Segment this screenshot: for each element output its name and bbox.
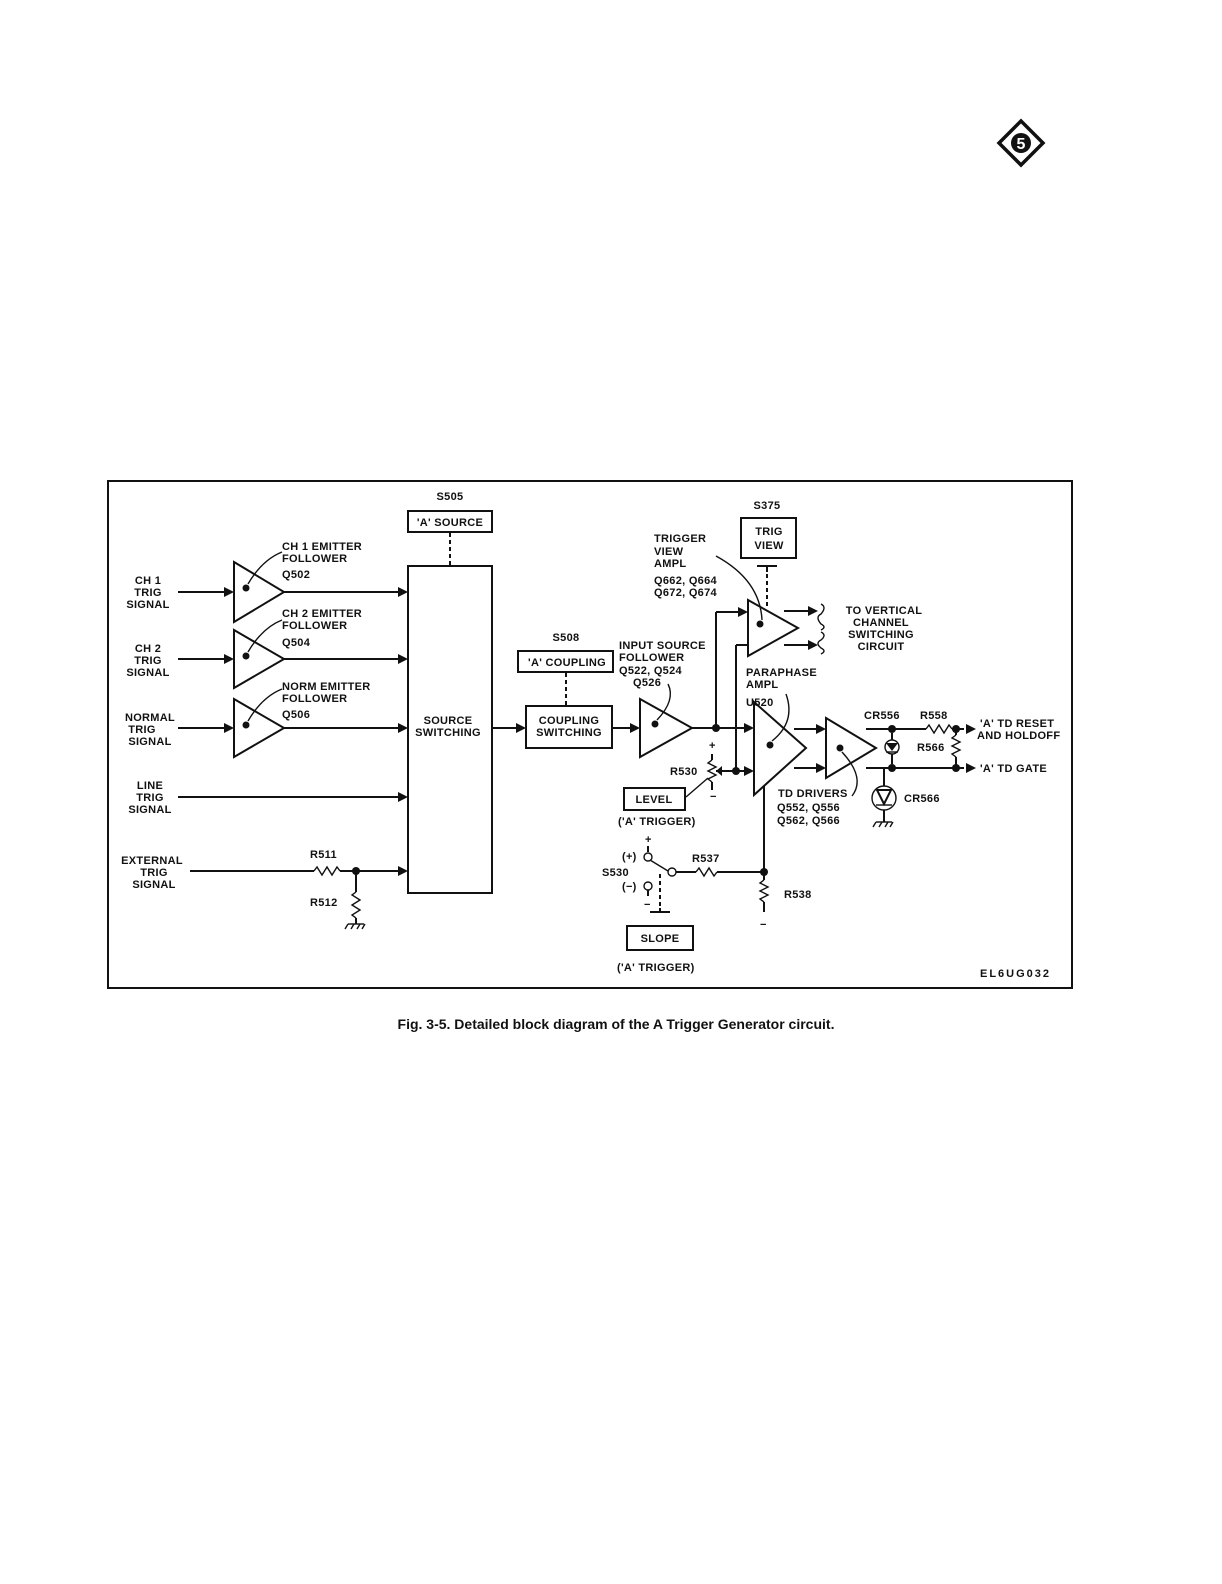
label-pos-slope: (+) [622,851,637,863]
label-q502: Q502 [282,569,310,581]
label-r566: R566 [917,742,945,754]
label-source-switching-1: SOURCE [424,715,473,727]
label-source-switching-2: SWITCHING [415,727,481,739]
label-trig-view-2: VIEW [754,540,784,552]
label-ext-trig-2: TRIG [140,867,167,879]
page-number: 5 [1017,136,1026,153]
label-cr556: CR556 [864,710,900,722]
label-q526: Q526 [633,677,661,689]
label-normal-trig-2: TRIG [128,724,155,736]
label-coupling-switching-2: SWITCHING [536,727,602,739]
label-paraphase-2: AMPL [746,679,778,691]
label-neg-slope: (−) [622,881,637,893]
label-s508: S508 [553,632,580,644]
label-ch2-trig-2: TRIG [134,655,161,667]
label-to-vertical-1: TO VERTICAL [846,605,922,617]
label-r538: R538 [784,889,812,901]
label-ext-trig-3: SIGNAL [132,879,175,891]
label-a-td-reset-1: 'A' TD RESET [980,718,1054,730]
label-normal-trig-3: SIGNAL [128,736,171,748]
label-line-trig-1: LINE [137,780,163,792]
label-q506: Q506 [282,709,310,721]
label-to-vertical-4: CIRCUIT [858,641,905,653]
label-q504: Q504 [282,637,311,649]
label-ch2-trig-1: CH 2 [135,643,161,655]
input-source-follower-amp [639,697,695,759]
label-to-vertical-2: CHANNEL [853,617,909,629]
label-ch1-trig-2: TRIG [134,587,161,599]
label-cr566: CR566 [904,793,940,805]
label-ch2-trig-3: SIGNAL [126,667,169,679]
source-switching-block [407,565,493,894]
label-r537: R537 [692,853,720,865]
label-q522-q524: Q522, Q524 [619,665,683,677]
label-norm-ef-2: FOLLOWER [282,693,347,705]
a-source-control-box [407,510,493,533]
label-plus-2: + [645,834,652,846]
level-control-box [623,787,686,811]
label-s375: S375 [754,500,781,512]
label-q562-q566: Q562, Q566 [777,815,840,827]
label-plus-1: + [709,740,716,752]
paraphase-amp [753,699,808,798]
label-q552-q556: Q552, Q556 [777,802,840,814]
label-minus-3: − [760,919,767,931]
label-a-trigger-2: ('A' TRIGGER) [617,962,695,974]
coupling-switching-block [525,705,613,749]
label-ch1-ef-1: CH 1 EMITTER [282,541,362,553]
label-slope: SLOPE [641,933,680,945]
label-a-td-reset-2: AND HOLDOFF [977,730,1060,742]
label-paraphase-1: PARAPHASE [746,667,817,679]
label-r511: R511 [310,849,337,861]
figure-caption: Fig. 3-5. Detailed block diagram of the … [397,1016,835,1032]
ch2-emitter-follower-amp [233,628,286,690]
figure-id: EL6UG032 [980,968,1051,980]
label-input-sf-1: INPUT SOURCE [619,640,706,652]
label-normal-trig-1: NORMAL [125,712,175,724]
label-minus-1: − [710,791,717,803]
trig-view-control-box [740,517,797,559]
label-coupling-switching-1: COUPLING [539,715,599,727]
label-trigger-view-ampl-1: TRIGGER [654,533,706,545]
label-trig-view-1: TRIG [755,526,782,538]
label-a-trigger-1: ('A' TRIGGER) [618,816,696,828]
label-to-vertical-3: SWITCHING [848,629,914,641]
label-r530: R530 [670,766,698,778]
ch1-emitter-follower-amp [233,560,286,624]
label-q662-q664: Q662, Q664 [654,575,718,587]
label-s505: S505 [437,491,464,503]
label-q672-q674: Q672, Q674 [654,587,718,599]
a-coupling-control-box [517,650,614,673]
label-trigger-view-ampl-3: AMPL [654,558,686,570]
label-ch1-ef-2: FOLLOWER [282,553,347,565]
label-a-source: 'A' SOURCE [417,517,483,529]
label-line-trig-2: TRIG [136,792,163,804]
trigger-view-amp [747,598,801,658]
label-ext-trig-1: EXTERNAL [121,855,183,867]
label-minus-2: − [644,899,651,911]
norm-emitter-follower-amp [233,697,286,759]
label-line-trig-3: SIGNAL [128,804,171,816]
label-s530: S530 [602,867,629,879]
slope-control-box [626,925,694,951]
label-td-drivers: TD DRIVERS [778,788,848,800]
label-r558: R558 [920,710,948,722]
label-r512: R512 [310,897,338,909]
label-a-td-gate: 'A' TD GATE [980,763,1047,775]
diagram-frame [107,480,1073,989]
page-number-badge: 5 [996,118,1046,168]
label-trigger-view-ampl-2: VIEW [654,546,684,558]
label-ch2-ef-1: CH 2 EMITTER [282,608,362,620]
label-ch1-trig-3: SIGNAL [126,599,169,611]
label-level: LEVEL [636,794,673,806]
label-u520: U520 [746,697,774,709]
label-norm-ef-1: NORM EMITTER [282,681,371,693]
label-input-sf-2: FOLLOWER [619,652,684,664]
label-ch1-trig-1: CH 1 [135,575,161,587]
label-ch2-ef-2: FOLLOWER [282,620,347,632]
label-a-coupling: 'A' COUPLING [528,657,606,669]
